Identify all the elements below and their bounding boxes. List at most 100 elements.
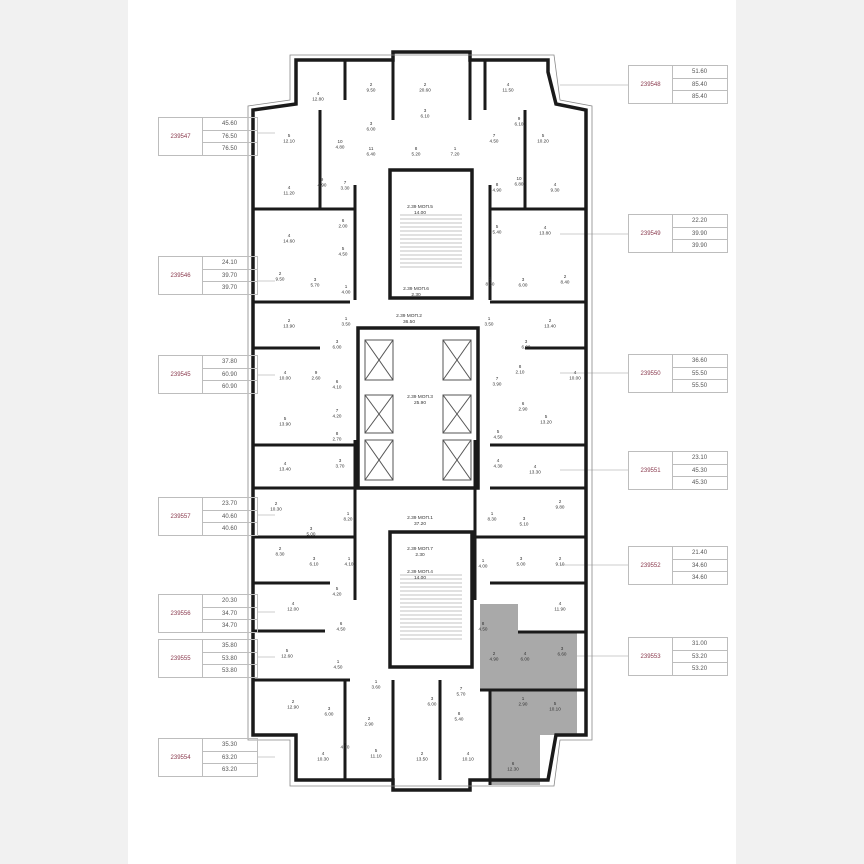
total-area: 53.80 [202, 653, 257, 666]
room-area: 10.00 [569, 376, 581, 381]
room-area: 10.10 [549, 707, 561, 712]
room-area: 5.40 [493, 230, 502, 235]
apartment-id: 239552 [629, 547, 674, 584]
total-area: 39.90 [672, 228, 727, 241]
exterior-walls [247, 50, 593, 792]
room-area: 6.10 [515, 122, 524, 127]
apartment-id: 239553 [629, 638, 674, 675]
room-area: 9.30 [551, 188, 560, 193]
total-area-2: 45.30 [692, 480, 708, 487]
total-area: 85.40 [672, 79, 727, 92]
room-area: 13.80 [539, 231, 551, 236]
room-area: 2.60 [312, 376, 321, 381]
apartment-callout-239548[interactable]: 239548 51.60 85.40 85.40 [628, 65, 728, 104]
total-area-2: 53.80 [222, 668, 238, 675]
room-area: 13.30 [529, 470, 541, 475]
total-area: 76.50 [202, 131, 257, 144]
room-area: 12.10 [283, 139, 295, 144]
apartment-callout-239547[interactable]: 239547 45.60 76.50 76.50 [158, 117, 258, 156]
interior-walls [253, 60, 586, 785]
living-area: 37.80 [202, 356, 257, 369]
room-area: 13.20 [540, 420, 552, 425]
room-number: 4 [467, 751, 470, 756]
room-number: 2 [424, 82, 427, 87]
room-number: 3 [370, 121, 373, 126]
room-area: 13.90 [279, 422, 291, 427]
apartment-id: 239554 [159, 739, 204, 776]
room-number: 1 [345, 284, 348, 289]
room-area: 6.00 [367, 127, 376, 132]
room-number: 1 [375, 679, 378, 684]
room-number: 8 [415, 146, 418, 151]
room-area: 4.50 [337, 627, 346, 632]
room-number: 7 [493, 133, 496, 138]
room-area: 5.00 [307, 532, 316, 537]
room-number: 3 [339, 458, 342, 463]
apartment-callout-239549[interactable]: 239549 22.20 39.90 39.90 [628, 214, 728, 253]
room-number: 5 [496, 224, 499, 229]
room-area: 13.40 [544, 324, 556, 329]
living-area: 21.40 [672, 547, 727, 560]
apartment-callout-239555[interactable]: 239555 35.80 53.80 53.80 [158, 639, 258, 678]
room-number: 2 [421, 751, 424, 756]
room-area: 4.90 [493, 188, 502, 193]
apartment-callout-239551[interactable]: 239551 23.10 45.30 45.30 [628, 451, 728, 490]
room-number: 9 [518, 116, 521, 121]
room-number: 5 [336, 586, 339, 591]
room-number: 3 [561, 646, 564, 651]
apartment-id: 239549 [629, 215, 674, 252]
room-number: 4 [507, 82, 510, 87]
apartment-callout-239550[interactable]: 239550 36.60 55.50 55.50 [628, 354, 728, 393]
room-number: 2 [279, 546, 282, 551]
room-number: 3 [525, 339, 528, 344]
room-area: 11.20 [283, 191, 295, 196]
room-number: 10 [516, 176, 522, 181]
room-area: 3.70 [336, 464, 345, 469]
room-area: 4.20 [333, 592, 342, 597]
total-area: 40.60 [202, 511, 257, 524]
total-area: 55.50 [672, 368, 727, 381]
room-area: 8.30 [488, 517, 497, 522]
common-area-area: 2.30 [411, 292, 421, 298]
room-area: 11.90 [554, 607, 566, 612]
room-area: 4.00 [342, 290, 351, 295]
room-area: 6.00 [521, 657, 530, 662]
room-number: 4 [559, 601, 562, 606]
room-area: 6.40 [367, 152, 376, 157]
apartment-callout-239545[interactable]: 239545 37.80 60.90 60.90 [158, 355, 258, 394]
room-number: 5 [497, 429, 500, 434]
room-number: 2 [368, 716, 371, 721]
room-number: 5 [375, 748, 378, 753]
apartment-callout-239552[interactable]: 239552 21.40 34.60 34.60 [628, 546, 728, 585]
room-number: 8 [336, 431, 339, 436]
room-area: 10.00 [279, 376, 291, 381]
apartment-callout-239554[interactable]: 239554 35.30 63.20 63.20 [158, 738, 258, 777]
common-area-name: 2.39 МОП.1 [407, 515, 433, 521]
room-number: 5 [554, 701, 557, 706]
room-area: 11.50 [502, 88, 514, 93]
room-number: 1 [489, 276, 492, 281]
room-number: 7 [496, 376, 499, 381]
room-area: 8.40 [561, 280, 570, 285]
living-area: 20.30 [202, 595, 257, 608]
room-area: 13.50 [416, 757, 428, 762]
room-number: 7 [460, 686, 463, 691]
room-area: 2.00 [339, 224, 348, 229]
apartment-callout-239546[interactable]: 239546 24.10 39.70 39.70 [158, 256, 258, 295]
room-area: 5.20 [412, 152, 421, 157]
room-area: 6.00 [428, 702, 437, 707]
apartment-callout-239553[interactable]: 239553 31.00 53.20 53.20 [628, 637, 728, 676]
room-labels: 412.8029.50220.60411.5036.1036.0096.1074… [270, 82, 581, 772]
total-area-2: 34.60 [692, 575, 708, 582]
room-area: 6.60 [558, 652, 567, 657]
apartment-id: 239555 [159, 640, 204, 677]
room-number: 3 [310, 526, 313, 531]
selected-apartment-239553[interactable] [480, 604, 577, 785]
apartment-id: 239546 [159, 257, 204, 294]
room-area: 13.90 [283, 324, 295, 329]
room-area: 2.90 [519, 407, 528, 412]
apartment-callout-239557[interactable]: 239557 23.70 40.60 40.60 [158, 497, 258, 536]
apartment-id: 239556 [159, 595, 204, 632]
apartment-callout-239556[interactable]: 239556 20.30 34.70 34.70 [158, 594, 258, 633]
